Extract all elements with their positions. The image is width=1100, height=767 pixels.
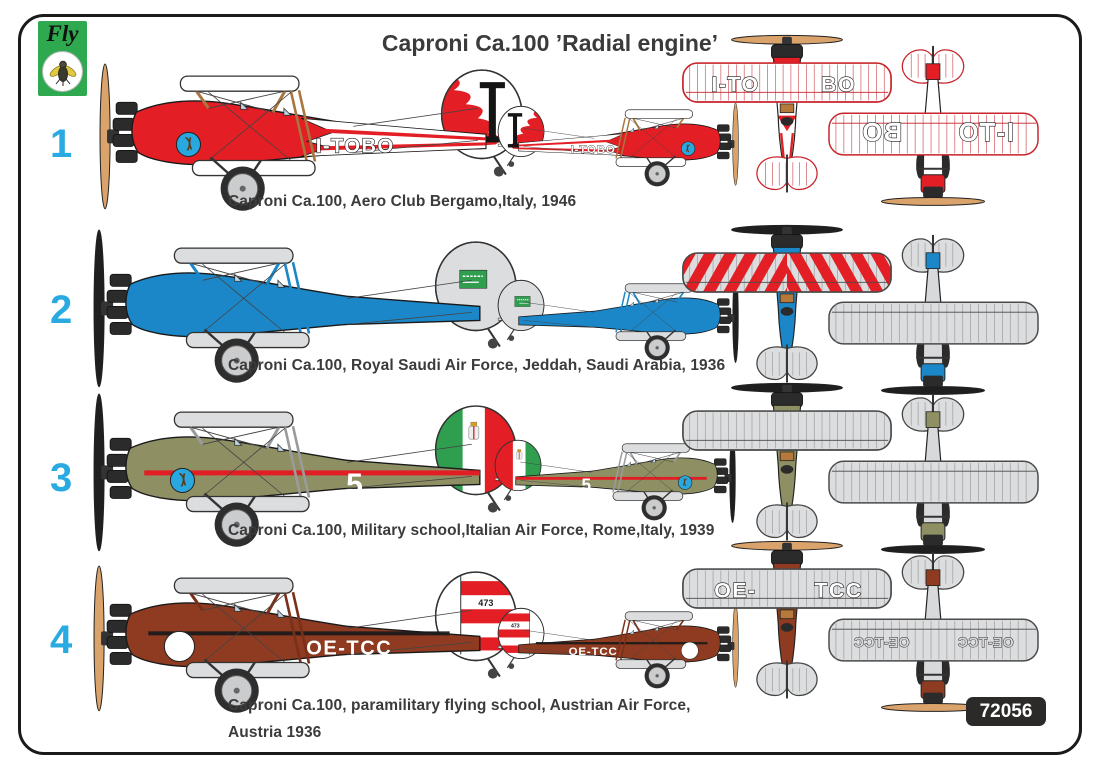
brand-logo: Fly [38,21,87,96]
scheme-2-caption: Caproni Ca.100, Royal Saudi Air Force, J… [228,357,726,374]
scheme-3-side-profile-large: 5 [86,388,518,554]
svg-text:OE-TCC: OE-TCC [306,637,392,659]
scheme-1-number: 1 [50,122,73,166]
scheme-4-caption: Caproni Ca.100, paramilitary flying scho… [228,697,691,714]
scheme-1-side-profile-small: I-TOBO [497,96,743,190]
svg-text:OE-: OE- [714,578,756,602]
svg-text:473: 473 [478,598,493,608]
scheme-4-top-view: OE- TCC [680,536,894,706]
page-title: Caproni Ca.100 ’Radial engine’ [381,30,719,56]
scheme-1-side-profile-large: I-TOBO [92,52,524,218]
svg-text:I-TO: I-TO [711,72,759,96]
sheet-border [18,14,1082,755]
svg-text:I-TOBO: I-TOBO [571,144,616,156]
scheme-3-side-profile-small: 5 [494,430,740,524]
svg-text:OE-TCC: OE-TCC [957,634,1013,650]
scheme-2-side-profile-large [86,224,518,390]
svg-text:5: 5 [346,468,364,501]
scheme-3-top-view [680,378,894,548]
svg-text:OE-TCC: OE-TCC [853,634,909,650]
scheme-2-number: 2 [50,288,73,332]
scheme-3-number: 3 [50,456,73,500]
brand-name: Fly [46,21,79,46]
svg-text:TCC: TCC [814,578,862,602]
kit-number-badge: 72056 [966,697,1046,726]
scheme-1-bottom-view: BO I-TO [827,38,1040,211]
scheme-4-side-profile-large: OE-TCC 473 [86,554,518,720]
scheme-4-caption-line2: Austria 1936 [228,724,322,741]
svg-text:OE-TCC: OE-TCC [569,646,618,658]
svg-text:473: 473 [511,624,520,630]
svg-text:I-TOBO: I-TOBO [316,135,395,157]
scheme-3-bottom-view [827,386,1040,559]
scheme-4-number: 4 [50,618,73,662]
fly-icon [42,51,83,92]
scheme-1-top-view: I-TO BO [680,30,894,200]
scheme-2-bottom-view [827,227,1040,400]
svg-text:5: 5 [581,475,591,495]
svg-text:BO: BO [861,119,903,147]
scheme-2-side-profile-small [497,270,743,364]
scheme-2-top-view [680,220,894,390]
svg-text:I-TO: I-TO [957,119,1014,147]
scheme-3-caption: Caproni Ca.100, Military school,Italian … [228,522,715,539]
scheme-1-caption: Caproni Ca.100, Aero Club Bergamo,Italy,… [228,193,577,210]
svg-text:BO: BO [821,72,856,96]
scheme-4-bottom-view: OE-TCC OE-TCC [827,544,1040,717]
scheme-4-side-profile-small: OE-TCC 473 [497,598,743,692]
